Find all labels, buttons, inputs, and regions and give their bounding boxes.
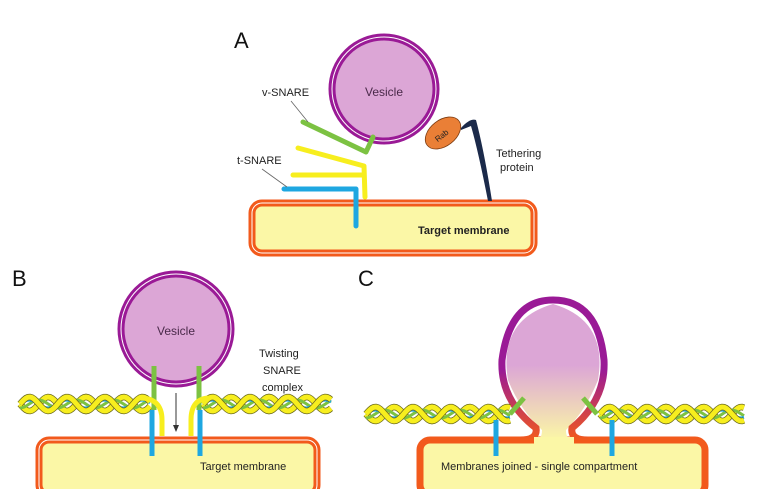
v-snare-label: v-SNARE (262, 87, 309, 99)
helix-strand (598, 404, 745, 424)
t-snare-yellow-b-right (188, 395, 211, 436)
v-snare-a (300, 119, 376, 155)
panel-b: B Target membrane Vesicle Twisting SNARE… (12, 266, 334, 489)
vesicle-a (328, 33, 440, 145)
target-membrane-label-b: Target membrane (200, 461, 286, 473)
panel-a: A Target membrane Vesicle v-SNARE t-SNAR… (234, 28, 541, 257)
t-snare-leader (261, 168, 288, 188)
helix-strand (18, 394, 152, 414)
down-arrow (173, 393, 179, 432)
twisting-snare-complex-c-right (597, 403, 746, 425)
tethering-protein (461, 119, 492, 201)
twisting-snare-complex-c-left (363, 403, 512, 425)
fused-compartment (416, 296, 709, 489)
v-snare-c-right (581, 396, 599, 416)
tethering-label-1: Tethering (496, 148, 541, 160)
t-snare-yellow-b-left (139, 395, 165, 436)
panel-c-letter: C (358, 266, 374, 291)
panel-a-letter: A (234, 28, 249, 53)
panel-c: C Membranes joined - single compartment (358, 266, 746, 489)
panel-b-letter: B (12, 266, 27, 291)
rab-protein: Rab (424, 116, 462, 150)
membrane-label-c: Membranes joined - single compartment (441, 461, 637, 473)
t-snare-yellow-1 (295, 145, 368, 200)
helix-strand (598, 404, 745, 424)
helix-strand (364, 404, 511, 424)
t-snare-label: t-SNARE (237, 155, 282, 167)
target-membrane-a (248, 199, 538, 257)
vesicle-b (117, 270, 235, 388)
helix-strand (201, 394, 333, 414)
vesicle-label-b: Vesicle (157, 324, 195, 338)
twisting-label-2: SNARE (263, 365, 301, 377)
twisting-label-1: Twisting (259, 348, 299, 360)
vesicle-label-a: Vesicle (365, 85, 403, 99)
twisting-snare-complex-b (17, 393, 334, 415)
twisting-label-3: complex (262, 382, 303, 394)
t-snare-blue-a (281, 186, 359, 229)
target-membrane-b (35, 436, 321, 489)
tethering-label-2: protein (500, 162, 534, 174)
target-membrane-label-a: Target membrane (418, 225, 510, 237)
helix-strand (364, 404, 511, 424)
v-snare-c-left (508, 396, 526, 416)
v-snare-leader (290, 100, 309, 123)
